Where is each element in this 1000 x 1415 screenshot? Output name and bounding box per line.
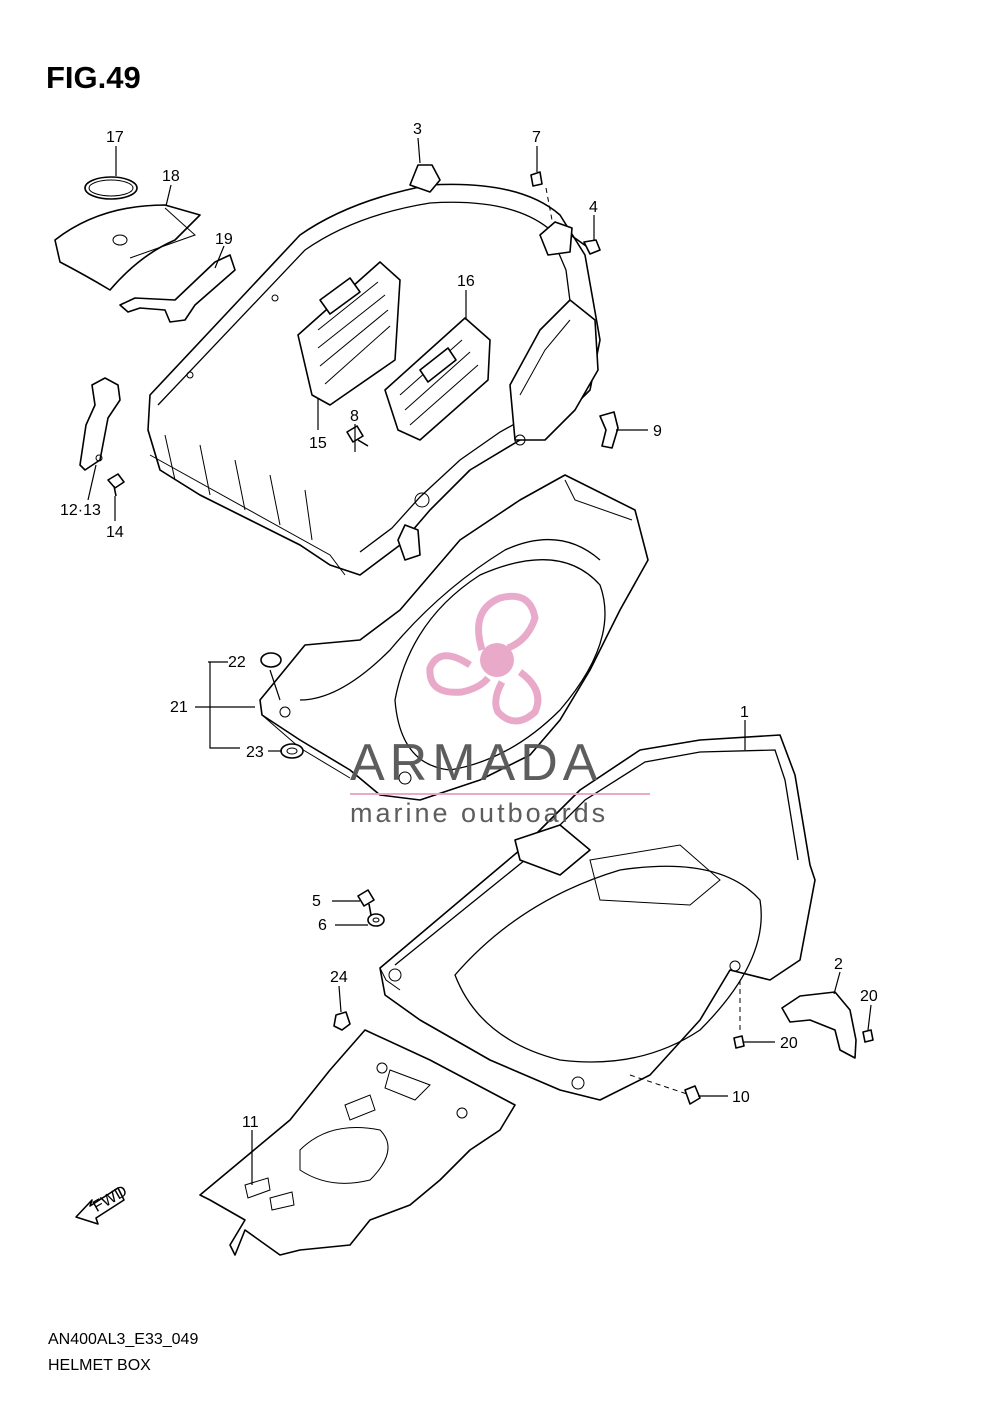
part-20-screw-side: [862, 1029, 874, 1043]
callout-20-lower: 20: [780, 1035, 798, 1052]
vent-plate-16: [384, 317, 491, 441]
part-24-clip: [333, 1011, 351, 1031]
upper-helmet-box: [147, 164, 601, 576]
callout-15: 15: [309, 435, 327, 452]
callout-7: 7: [532, 129, 541, 146]
part-14-screw: [107, 473, 125, 497]
callout-1: 1: [740, 704, 749, 721]
part-5-bolt: [357, 889, 375, 916]
callout-18: 18: [162, 168, 180, 185]
part-18-lid: [54, 204, 201, 291]
callout-11: 11: [242, 1114, 259, 1131]
callout-4: 4: [589, 199, 598, 216]
watermark-tagline: marine outboards: [350, 798, 608, 828]
callout-17: 17: [106, 129, 124, 146]
part-10-nut: [684, 1085, 701, 1105]
leader-lines: [87, 137, 872, 1185]
callout-10: 10: [732, 1089, 750, 1106]
part-19-hook: [119, 254, 236, 323]
middle-tray-21: [259, 474, 649, 801]
part-12-13-bracket: [79, 377, 121, 471]
armada-watermark: ARMADA marine outboards: [350, 592, 650, 828]
figure-title: FIG.49: [46, 60, 141, 95]
part-9-clip: [599, 411, 619, 449]
fwd-arrow: FWD: [75, 1183, 130, 1225]
callout-labels: 17 18 19 3 7 4 16 15 8 9 12·13 14 22 21 …: [60, 121, 878, 1131]
part-23-grommet: [280, 743, 304, 759]
callout-23: 23: [246, 744, 264, 761]
callout-8: 8: [350, 408, 359, 425]
callout-21: 21: [170, 699, 188, 716]
lower-box-1: [379, 734, 816, 1101]
part-4-bolt: [571, 235, 601, 255]
part-6-washer: [367, 913, 385, 927]
drawing-name: HELMET BOX: [48, 1357, 151, 1374]
fwd-label: FWD: [90, 1183, 130, 1216]
part-17-ring: [84, 176, 138, 200]
callout-3: 3: [413, 121, 422, 138]
part-2-cover: [781, 991, 857, 1059]
vent-plate-15: [297, 261, 401, 406]
callout-22: 22: [228, 654, 246, 671]
callout-14: 14: [106, 524, 124, 541]
drawing-code: AN400AL3_E33_049: [48, 1331, 199, 1348]
callout-12-13: 12·13: [60, 502, 101, 519]
armada-propeller-logo: [426, 592, 542, 725]
callout-20-side: 20: [860, 988, 878, 1005]
callout-9: 9: [653, 423, 662, 440]
callout-2: 2: [834, 956, 843, 973]
callout-19: 19: [215, 231, 233, 248]
callout-6: 6: [318, 917, 327, 934]
callout-16: 16: [457, 273, 475, 290]
bottom-cover-11: [199, 1029, 516, 1256]
part-7-clip: [530, 171, 543, 187]
callout-24: 24: [330, 969, 348, 986]
watermark-brand: ARMADA: [350, 734, 602, 792]
part-20-screw-lower: [733, 1035, 745, 1049]
callout-5: 5: [312, 893, 321, 910]
part-22-grommet: [260, 652, 282, 668]
part-8-screw: [346, 425, 369, 447]
